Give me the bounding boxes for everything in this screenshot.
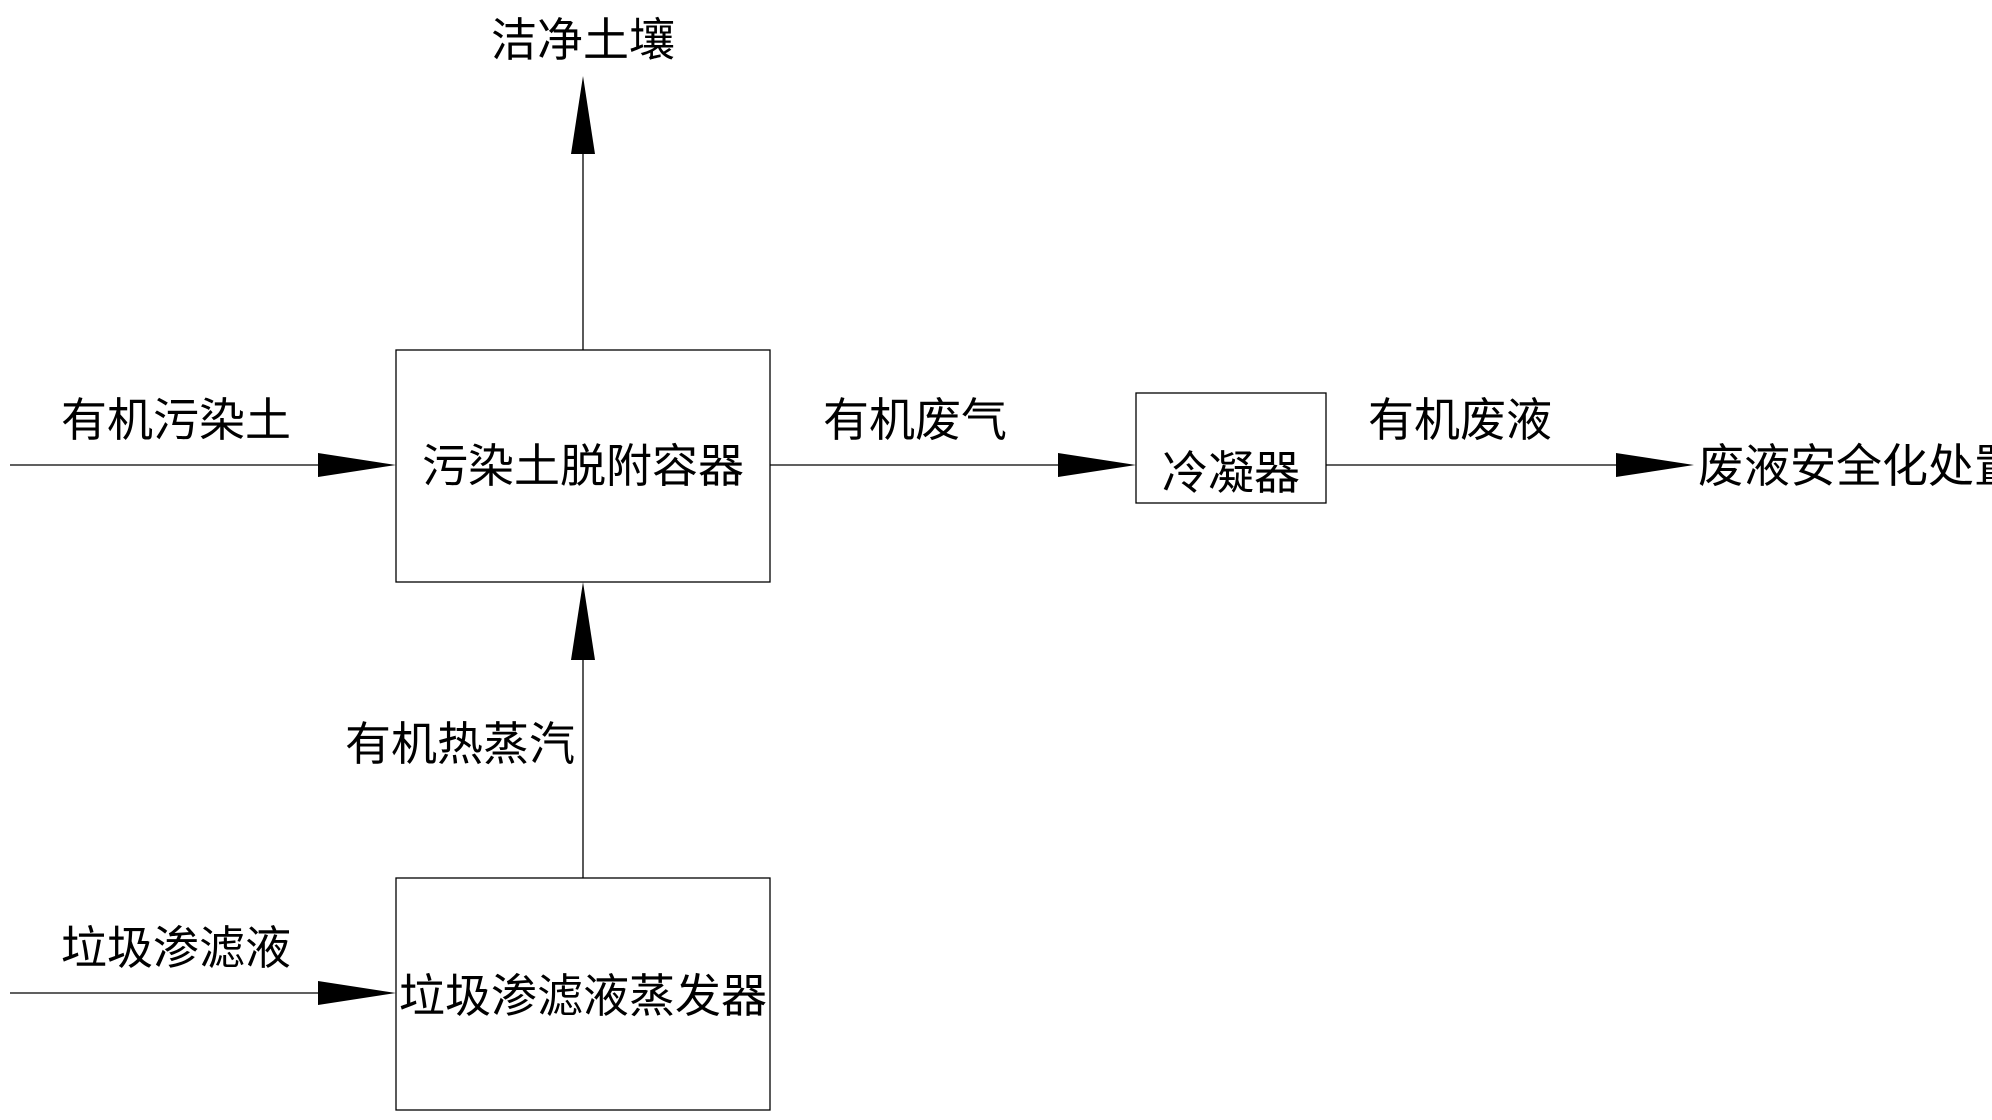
desorber-label: 污染土脱附容器	[422, 439, 744, 493]
landfill-leachate-arrowhead	[318, 981, 396, 1005]
condenser-box	[1135, 392, 1327, 504]
clean-soil-arrowhead	[571, 76, 595, 154]
landfill-leachate-label: 垃圾渗滤液	[61, 921, 291, 975]
evaporator-label: 垃圾渗滤液蒸发器	[399, 969, 767, 1023]
organic-waste-liquid-arrowhead	[1616, 453, 1694, 477]
clean-soil-label: 洁净土壤	[491, 13, 675, 67]
contaminated-soil-label: 有机污染土	[61, 393, 291, 447]
organic-hot-steam-label: 有机热蒸汽	[345, 717, 575, 771]
contaminated-soil-arrowhead	[318, 453, 396, 477]
desorber-box	[395, 349, 771, 583]
safe-disposal-label: 废液安全化处置	[1698, 439, 1992, 493]
organic-waste-gas-arrowhead	[1058, 453, 1136, 477]
condenser-label: 冷凝器	[1162, 446, 1300, 500]
organic-waste-gas-label: 有机废气	[823, 393, 1007, 447]
organic-hot-steam-arrowhead	[571, 582, 595, 660]
organic-waste-liquid-label: 有机废液	[1368, 393, 1552, 447]
